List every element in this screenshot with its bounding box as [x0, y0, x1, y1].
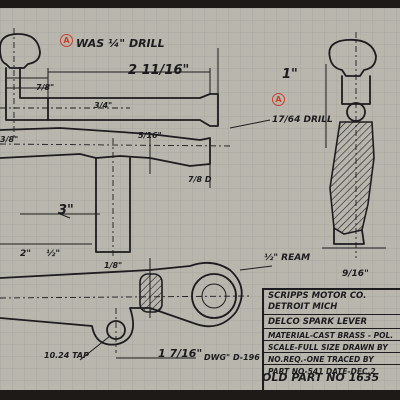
top-left-knob-view	[0, 28, 130, 138]
middle-lever-side-view	[0, 127, 231, 258]
dim-17-64-drill: 17/64 DRILL	[272, 115, 333, 125]
drawing-linework	[0, 28, 386, 361]
dim-half-ream: ½" REAM	[264, 253, 311, 263]
dim-10-24-tap: 10.24 TAP	[44, 351, 89, 360]
callout-a-top: A	[60, 34, 73, 47]
dim-9-16: 9/16"	[342, 269, 369, 279]
title-part-name: DELCO SPARK LEVER	[264, 314, 400, 327]
dim-7-8: 7/8"	[36, 83, 55, 92]
dim-1-7-16: 1 7/16"	[158, 347, 203, 360]
dim-3-8: 3/8"	[0, 135, 19, 144]
dim-3: 3"	[58, 203, 74, 218]
callout-a-right: A	[272, 93, 285, 106]
was-drill-note: WAS ¼" DRILL	[76, 37, 165, 50]
bottom-plan-view	[0, 243, 251, 359]
title-company: SCRIPPS MOTOR CO.	[268, 291, 367, 301]
title-city: DETROIT MICH	[268, 302, 338, 312]
top-arm-elevation	[47, 48, 219, 127]
dimension-leaders	[59, 119, 273, 361]
title-qty: NO.REQ.-ONE TRACED BY	[264, 352, 400, 364]
dim-half: ½"	[46, 249, 61, 259]
right-lever-view	[322, 32, 386, 258]
dim-3-4: 3/4"	[94, 101, 113, 110]
dim-7-8-d: 7/8 D	[188, 175, 212, 184]
dim-1: 1"	[282, 67, 298, 82]
drawing-sheet: A WAS ¼" DRILL A 2 11/16" 1" 3" 7/8" 3/4…	[0, 8, 400, 390]
dim-5-16: 5/16"	[138, 131, 162, 140]
title-part-no: PART NO-541 DATE-DEC.2	[264, 364, 400, 376]
dim-1-8: 1/8"	[104, 261, 123, 270]
title-block: SCRIPPS MOTOR CO. DETROIT MICH DELCO SPA…	[262, 288, 400, 390]
title-scale: SCALE-FULL SIZE DRAWN BY	[264, 340, 400, 352]
dim-2: 2"	[20, 249, 31, 259]
dim-2-11-16: 2 11/16"	[128, 63, 190, 78]
title-material: MATERIAL-CAST BRASS - POL.	[264, 328, 400, 340]
dwg-reference: DWG" D-196	[204, 353, 260, 362]
old-part-number: OLD PART NO 1635	[262, 371, 380, 384]
